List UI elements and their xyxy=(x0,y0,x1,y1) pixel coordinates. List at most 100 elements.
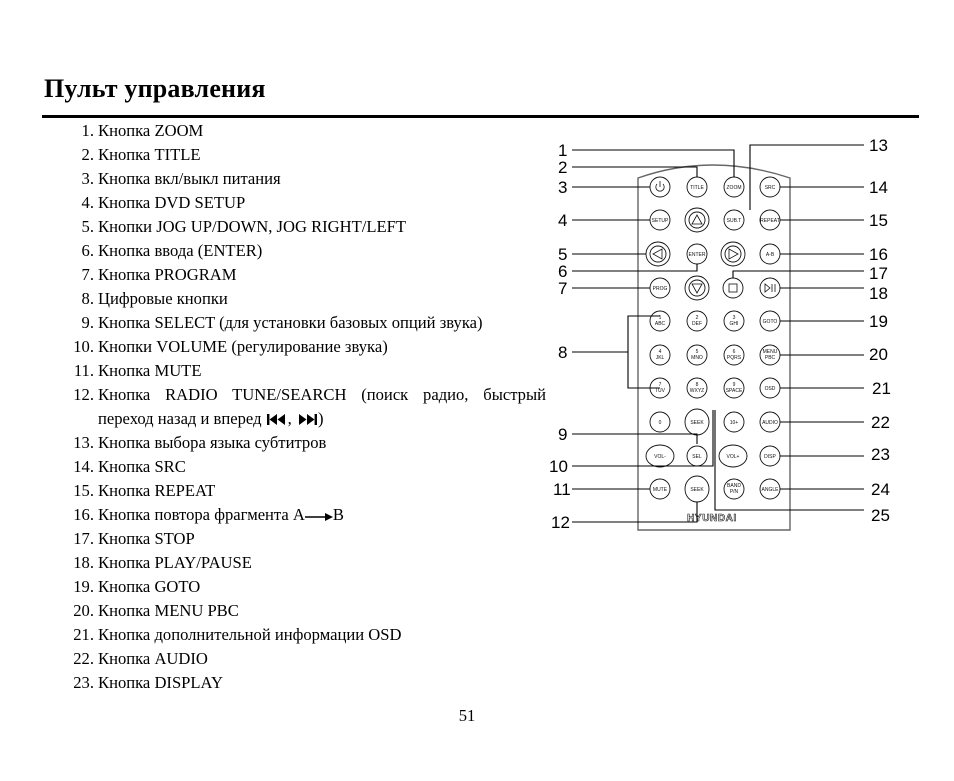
svg-text:ANGLE: ANGLE xyxy=(762,487,780,493)
callout-20: 20 xyxy=(869,345,888,364)
svg-text:10+: 10+ xyxy=(730,420,739,426)
digit-9-button[interactable] xyxy=(723,377,745,399)
callout-12: 12 xyxy=(551,513,570,532)
svg-text:PROG: PROG xyxy=(653,286,668,292)
svg-text:GHI: GHI xyxy=(730,321,739,327)
triangle-down-icon xyxy=(691,283,703,294)
remote-brand-logo: HYUNDAI xyxy=(687,513,737,524)
stop-icon xyxy=(728,283,738,293)
svg-text:DEF: DEF xyxy=(692,321,702,327)
digit-4-button[interactable] xyxy=(649,344,671,366)
svg-text:P/N: P/N xyxy=(730,489,739,495)
svg-text:3: 3 xyxy=(733,315,736,321)
svg-text:PQRS: PQRS xyxy=(727,355,742,361)
digit-2-button[interactable] xyxy=(686,310,708,332)
digit-1-button[interactable] xyxy=(649,310,671,332)
list-item: 22.Кнопка AUDIO xyxy=(73,649,208,668)
svg-text:SRC: SRC xyxy=(765,185,776,191)
callout-6: 6 xyxy=(558,262,567,281)
svg-text:AUDIO: AUDIO xyxy=(762,420,778,426)
list-item: 13.Кнопка выбора языка субтитров xyxy=(73,433,327,452)
list-item: 15.Кнопка REPEAT xyxy=(73,481,216,500)
svg-text:VOL+: VOL+ xyxy=(727,454,740,460)
play-pause-icon xyxy=(764,283,776,293)
svg-text:BAND: BAND xyxy=(727,483,741,489)
band-pn-button[interactable] xyxy=(723,478,745,500)
list-item: 11.Кнопка MUTE xyxy=(73,361,202,380)
svg-text:MENU: MENU xyxy=(763,349,778,355)
list-item: 18.Кнопка PLAY/PAUSE xyxy=(73,553,252,572)
svg-text:ABC: ABC xyxy=(655,321,666,327)
svg-text:7: 7 xyxy=(659,382,662,388)
svg-text:TUV: TUV xyxy=(655,388,666,394)
svg-text:1: 1 xyxy=(659,315,662,321)
callout-10: 10 xyxy=(549,457,568,476)
callout-18: 18 xyxy=(869,284,888,303)
title-divider xyxy=(42,115,919,118)
list-item: 21.Кнопка дополнительной информации OSD xyxy=(73,625,402,644)
callout-23: 23 xyxy=(871,445,890,464)
svg-text:DISP: DISP xyxy=(764,454,776,460)
list-item: 10.Кнопки VOLUME (регулирование звука) xyxy=(73,337,388,356)
svg-text:2: 2 xyxy=(696,315,699,321)
remote-body xyxy=(637,164,791,531)
callout-8: 8 xyxy=(558,343,567,362)
svg-text:GOTO: GOTO xyxy=(763,319,778,325)
remote-control-diagram: TITLE ZOOM SRC SETUP SUB.T REPEAT ENTER … xyxy=(549,136,891,532)
svg-text:SEL: SEL xyxy=(692,454,702,460)
callout-25: 25 xyxy=(871,506,890,525)
list-item: 17.Кнопка STOP xyxy=(73,529,195,548)
page-number: 51 xyxy=(458,706,476,725)
subtitle-button[interactable] xyxy=(723,209,745,231)
svg-text:SEEK: SEEK xyxy=(690,487,704,493)
svg-text:9: 9 xyxy=(733,382,736,388)
list-item: 3.Кнопка вкл/выкл питания xyxy=(81,169,281,188)
power-icon xyxy=(655,181,665,192)
callout-9: 9 xyxy=(558,425,567,444)
svg-text:TITLE: TITLE xyxy=(690,185,704,191)
list-item: 20.Кнопка MENU PBC xyxy=(73,601,239,620)
callout-13: 13 xyxy=(869,136,888,155)
triangle-left-icon xyxy=(652,248,663,260)
skip-back-icon xyxy=(266,414,285,425)
digit-3-button[interactable] xyxy=(723,310,745,332)
callout-17: 17 xyxy=(869,264,888,283)
list-item: 4.Кнопка DVD SETUP xyxy=(81,193,246,212)
volume-up-button[interactable] xyxy=(718,444,748,468)
remote-button-list: 1.Кнопка ZOOM 2.Кнопка TITLE 3.Кнопка вк… xyxy=(62,119,546,695)
callout-24: 24 xyxy=(871,480,890,499)
jog-right-button[interactable] xyxy=(720,241,746,267)
callout-16: 16 xyxy=(869,245,888,264)
list-item: 2.Кнопка TITLE xyxy=(81,145,201,164)
callout-15: 15 xyxy=(869,211,888,230)
callout-4: 4 xyxy=(558,211,567,230)
ten-plus-button[interactable] xyxy=(723,411,745,433)
svg-text:WXYZ: WXYZ xyxy=(690,388,704,394)
svg-text:SETUP: SETUP xyxy=(652,218,669,224)
callout-2: 2 xyxy=(558,158,567,177)
digit-0-button[interactable] xyxy=(649,411,671,433)
list-item: 6.Кнопка ввода (ENTER) xyxy=(81,241,263,260)
digit-5-button[interactable] xyxy=(686,344,708,366)
svg-text:MUTE: MUTE xyxy=(653,487,668,493)
svg-text:REPEAT: REPEAT xyxy=(760,218,780,224)
svg-text:VOL-: VOL- xyxy=(654,454,666,460)
volume-down-button[interactable] xyxy=(645,444,675,468)
list-item: 5.Кнопки JOG UP/DOWN, JOG RIGHT/LEFT xyxy=(81,217,407,236)
stop-button[interactable] xyxy=(722,277,744,299)
callout-21: 21 xyxy=(872,379,891,398)
jog-up-button[interactable] xyxy=(684,207,710,233)
callout-7: 7 xyxy=(558,279,567,298)
svg-text:MNO: MNO xyxy=(691,355,703,361)
jog-down-button[interactable] xyxy=(684,275,710,301)
svg-text:PBC: PBC xyxy=(765,355,776,361)
svg-text:SPACE: SPACE xyxy=(726,388,743,394)
list-item: 8.Цифровые кнопки xyxy=(81,289,228,308)
svg-text:SEEK: SEEK xyxy=(690,420,704,426)
svg-text:OSD: OSD xyxy=(765,386,776,392)
page-title: Пульт управления xyxy=(44,74,266,103)
skip-forward-icon xyxy=(298,414,317,425)
digit-6-button[interactable] xyxy=(723,344,745,366)
digit-8-button[interactable] xyxy=(686,377,708,399)
